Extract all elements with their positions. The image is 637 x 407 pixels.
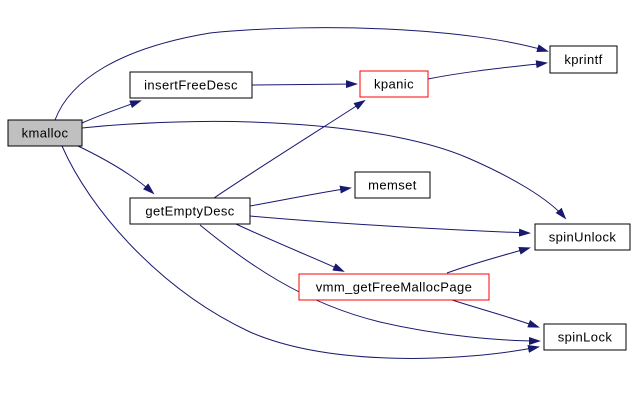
node-box-spinUnlock[interactable] xyxy=(534,223,631,251)
node-box-insertFreeDesc[interactable] xyxy=(129,71,253,99)
node-spinLock[interactable]: spinLock xyxy=(543,323,627,351)
node-label-vmm_getFreeMallocPage: vmm_getFreeMallocPage xyxy=(316,280,473,295)
node-box-kprintf[interactable] xyxy=(549,45,618,74)
node-box-memset[interactable] xyxy=(354,171,431,199)
node-label-spinLock: spinLock xyxy=(558,330,613,345)
edge-vmm_getFreeMallocPage-to-spinLock xyxy=(451,299,540,328)
node-kmalloc[interactable]: kmalloc xyxy=(7,119,83,147)
node-label-getEmptyDesc: getEmptyDesc xyxy=(145,204,234,219)
edges-layer xyxy=(54,27,567,359)
node-box-vmm_getFreeMallocPage[interactable] xyxy=(298,273,490,301)
edge-kpanic-to-kprintf xyxy=(427,60,548,80)
edge-getEmptyDesc-to-kpanic xyxy=(213,99,366,199)
edge-getEmptyDesc-to-spinLock xyxy=(199,224,541,345)
node-box-spinLock[interactable] xyxy=(543,323,627,351)
node-kpanic[interactable]: kpanic xyxy=(359,70,429,98)
edge-insertFreeDesc-to-kpanic xyxy=(251,80,358,89)
edge-getEmptyDesc-to-vmm_getFreeMallocPage xyxy=(235,223,345,272)
edge-vmm_getFreeMallocPage-to-spinUnlock xyxy=(446,246,531,274)
node-label-memset: memset xyxy=(368,178,417,193)
node-memset[interactable]: memset xyxy=(354,171,431,199)
node-insertFreeDesc[interactable]: insertFreeDesc xyxy=(129,71,253,99)
edge-getEmptyDesc-to-memset xyxy=(249,185,352,207)
node-kprintf[interactable]: kprintf xyxy=(549,45,618,74)
node-label-spinUnlock: spinUnlock xyxy=(549,230,617,245)
node-getEmptyDesc[interactable]: getEmptyDesc xyxy=(129,197,251,225)
node-spinUnlock[interactable]: spinUnlock xyxy=(534,223,631,251)
edge-kmalloc-to-spinLock xyxy=(61,145,540,359)
edge-kmalloc-to-getEmptyDesc xyxy=(77,145,155,195)
node-label-insertFreeDesc: insertFreeDesc xyxy=(144,78,238,93)
node-box-kmalloc[interactable] xyxy=(7,119,83,147)
nodes-layer: kmalloc insertFreeDesc kpanic kprintf getEmp… xyxy=(7,45,631,351)
node-box-getEmptyDesc[interactable] xyxy=(129,197,251,225)
edge-getEmptyDesc-to-spinUnlock xyxy=(249,215,531,237)
node-label-kprintf: kprintf xyxy=(564,52,602,67)
node-box-kpanic[interactable] xyxy=(359,70,429,98)
edge-kmalloc-to-insertFreeDesc xyxy=(81,100,142,124)
edge-kmalloc-to-kprintf xyxy=(54,27,549,121)
node-label-kmalloc: kmalloc xyxy=(22,126,69,141)
node-label-kpanic: kpanic xyxy=(374,77,414,92)
node-vmm_getFreeMallocPage[interactable]: vmm_getFreeMallocPage xyxy=(298,273,490,301)
edge-kmalloc-to-spinUnlock xyxy=(81,120,567,220)
